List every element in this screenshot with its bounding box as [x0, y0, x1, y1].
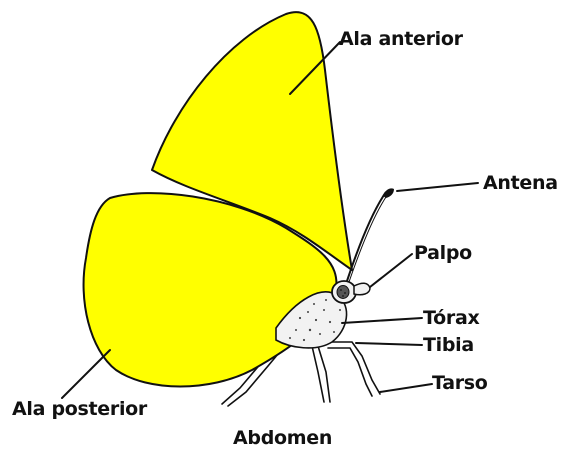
- leader-palpo: [370, 254, 412, 287]
- palp: [354, 283, 370, 295]
- leader-tarso: [380, 384, 432, 392]
- leader-tibia: [356, 343, 422, 345]
- label-ala-posterior: Ala posterior: [12, 400, 147, 419]
- label-abdomen: Abdomen: [233, 429, 332, 448]
- leader-antena: [397, 183, 478, 191]
- label-torax: Tórax: [423, 309, 479, 328]
- antenna: [347, 188, 394, 282]
- label-antena: Antena: [483, 174, 558, 193]
- head: [332, 281, 356, 303]
- label-ala-anterior: Ala anterior: [339, 30, 463, 49]
- leader-ala-posterior: [62, 350, 110, 398]
- leader-torax: [342, 318, 422, 323]
- label-palpo: Palpo: [414, 244, 472, 263]
- label-tibia: Tibia: [423, 336, 474, 355]
- label-tarso: Tarso: [432, 374, 488, 393]
